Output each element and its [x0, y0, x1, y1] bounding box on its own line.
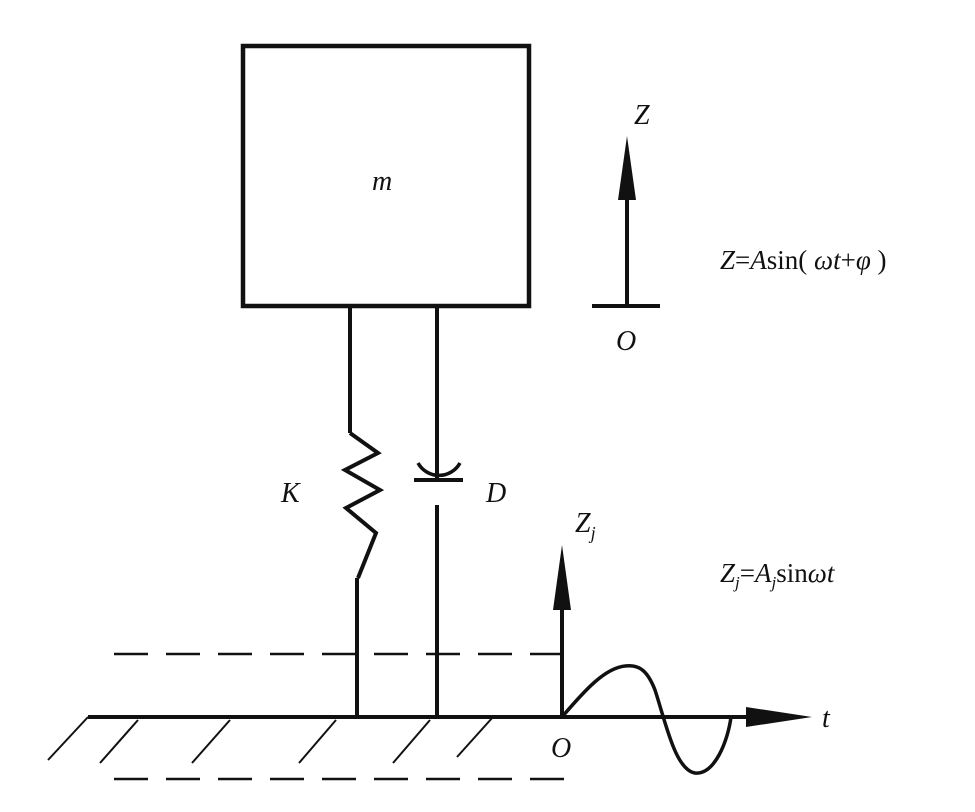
base-excitation-wave: [560, 663, 733, 775]
mass-axis: [592, 190, 660, 308]
spring: [340, 306, 385, 718]
base-equation: Zj=Ajsinωt: [720, 558, 836, 592]
mass-label: m: [372, 166, 392, 197]
time-axis-arrowhead: [746, 707, 812, 727]
base-axis-label: Zj: [575, 508, 596, 543]
spring-label: K: [280, 478, 301, 509]
damper: [414, 306, 463, 718]
base-axis-origin: O: [551, 733, 571, 764]
mass-axis-origin: O: [616, 326, 636, 357]
ground-hatching: [47, 716, 494, 764]
mass-axis-label: Z: [634, 100, 650, 131]
time-axis-label: t: [822, 703, 831, 734]
mass-block: [240, 43, 532, 309]
mass-equation: Z=Asin( ωt+φ ): [720, 245, 887, 275]
damper-label: D: [485, 478, 506, 509]
mass-axis-arrowhead: [618, 136, 636, 200]
base-axis-arrowhead: [553, 545, 571, 610]
